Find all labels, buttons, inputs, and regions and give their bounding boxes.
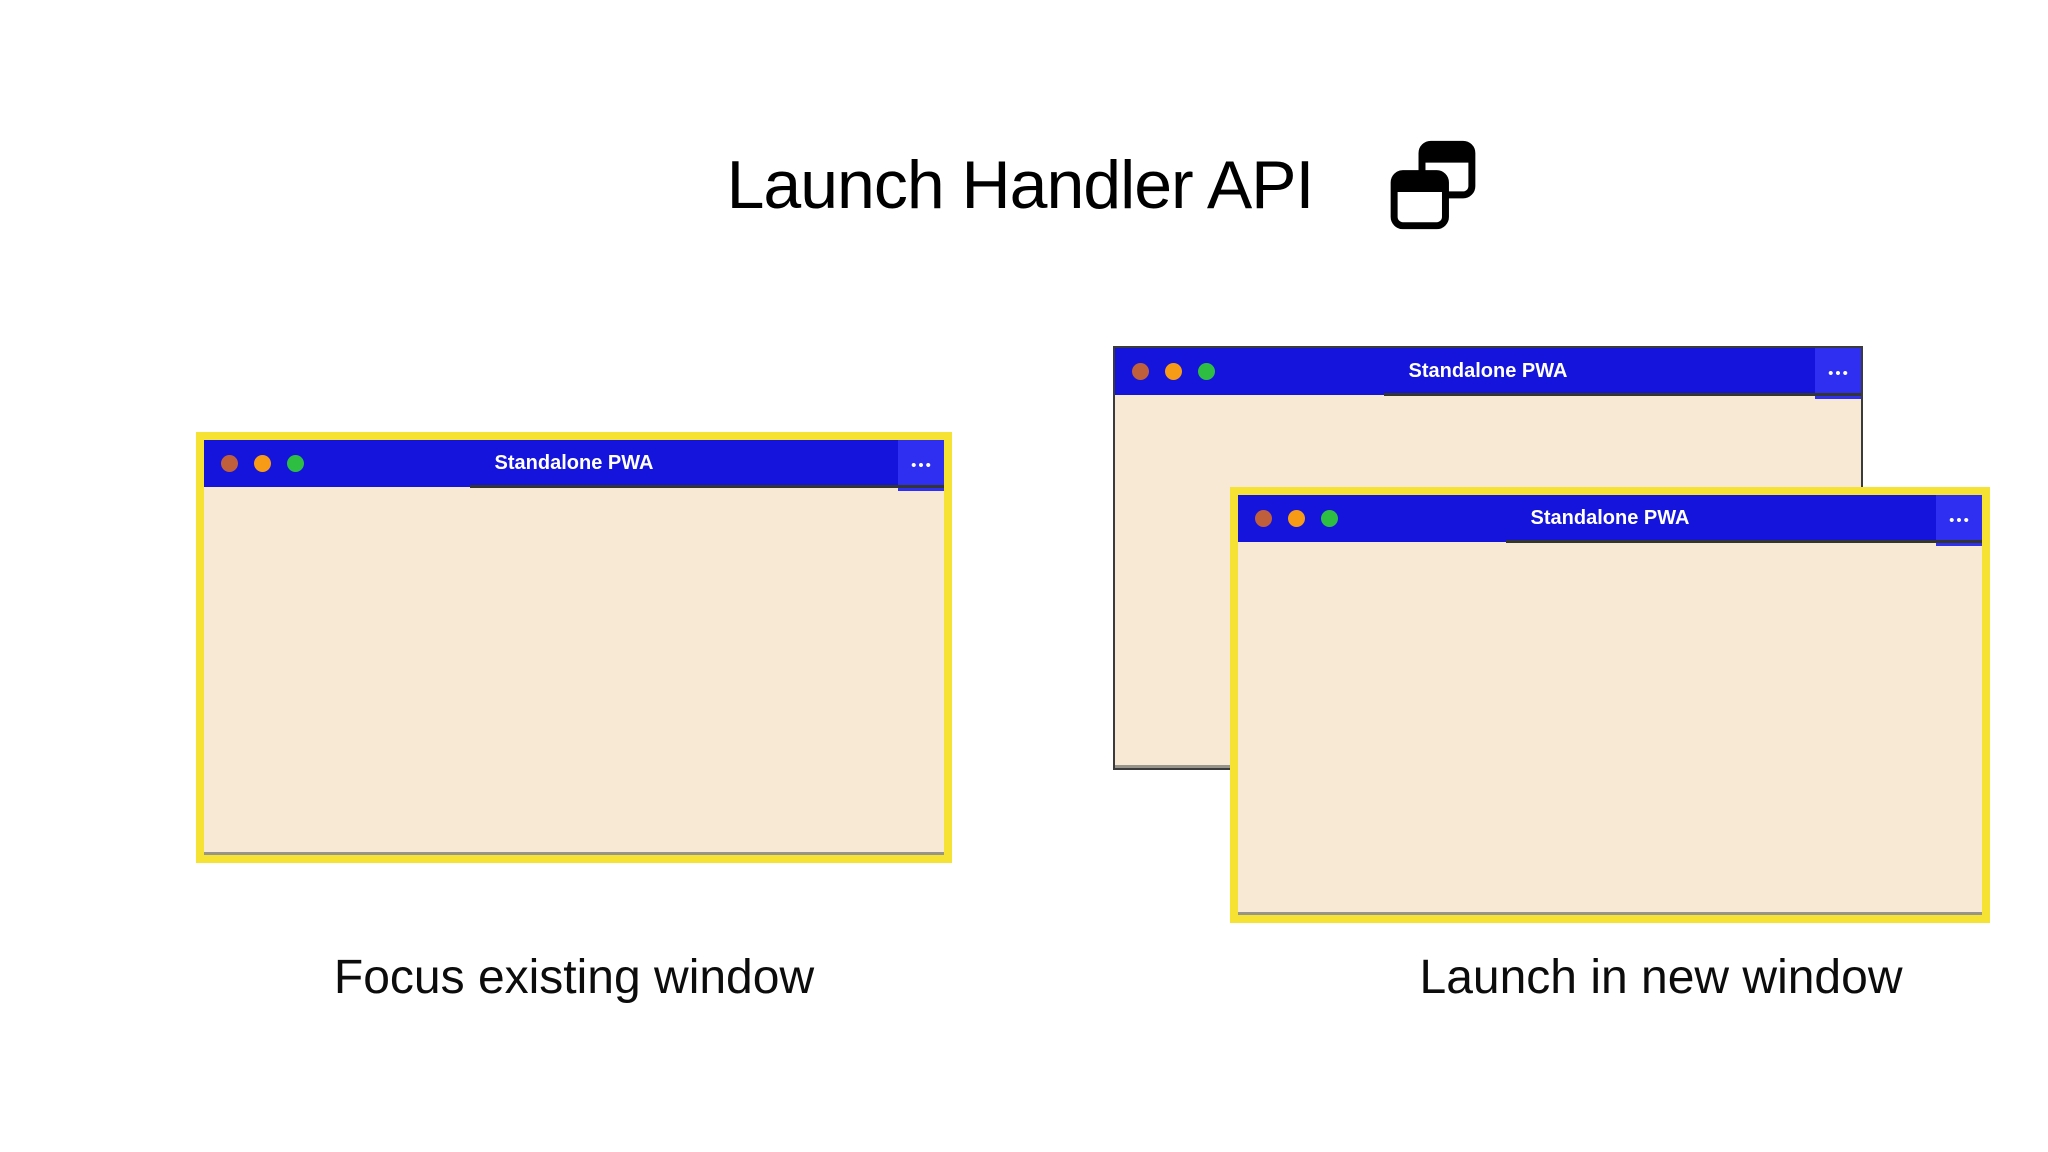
window-title: Standalone PWA [494,452,654,474]
maximize-icon[interactable] [287,455,304,472]
ellipsis-menu-button[interactable]: ••• [1936,495,1982,546]
minimize-icon[interactable] [1288,510,1305,527]
focused-window-titlebar[interactable]: Standalone PWA ••• [204,440,944,491]
focus-existing-caption: Focus existing window [333,951,815,1004]
close-icon[interactable] [221,455,238,472]
window-body [204,487,944,855]
ellipsis-menu-button[interactable]: ••• [1815,348,1861,399]
window-body [1238,542,1982,915]
titlebar-shadow-line [470,485,944,488]
back-window-titlebar[interactable]: Standalone PWA ••• [1115,348,1861,399]
maximize-icon[interactable] [1321,510,1338,527]
overlapping-windows-icon [1391,140,1476,230]
close-icon[interactable] [1255,510,1272,527]
minimize-icon[interactable] [1165,363,1182,380]
traffic-lights [1132,363,1215,380]
titlebar-shadow-line [1505,540,1982,543]
maximize-icon[interactable] [1198,363,1215,380]
page-title: Launch Handler API [726,147,1315,223]
focused-pwa-window: Standalone PWA ••• [196,432,952,863]
close-icon[interactable] [1132,363,1149,380]
window-title: Standalone PWA [1408,360,1568,382]
traffic-lights [221,455,304,472]
page-header: Launch Handler API [78,130,2048,240]
window-title: Standalone PWA [1530,507,1690,529]
front-window-titlebar[interactable]: Standalone PWA ••• [1238,495,1982,546]
minimize-icon[interactable] [254,455,271,472]
titlebar-shadow-line [1383,393,1861,396]
launch-new-caption: Launch in new window [1419,951,1903,1004]
ellipsis-menu-button[interactable]: ••• [898,440,944,491]
new-pwa-window: Standalone PWA ••• [1230,487,1990,923]
traffic-lights [1255,510,1338,527]
